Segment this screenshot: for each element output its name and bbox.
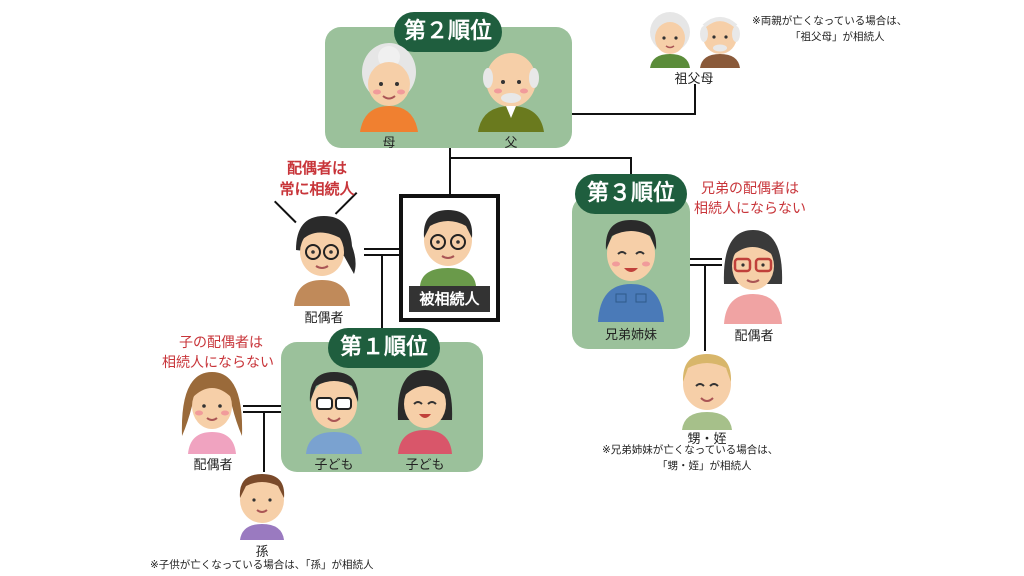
father-avatar <box>476 42 546 132</box>
grandparents-note-line2: 「祖父母」が相続人 <box>790 31 885 43</box>
grandchild-label: 孫 <box>255 545 269 560</box>
grandparents-note-line1: ※両親が亡くなっている場合は、 <box>752 15 908 27</box>
line-grandparents-h <box>570 113 696 115</box>
father-label: 父 <box>504 136 518 151</box>
child2-avatar <box>392 364 458 454</box>
line-siblings-down <box>630 157 632 179</box>
siblings-avatar <box>594 214 668 322</box>
line-grandparents-v <box>694 84 696 115</box>
grandmother-avatar <box>646 10 694 68</box>
line-marriage-1 <box>364 248 402 250</box>
line-child-marriage-1 <box>243 405 295 407</box>
nephew-note-line2: 「甥・姪」が相続人 <box>657 460 752 472</box>
spouse-avatar <box>286 210 362 306</box>
line-parents-to-siblings-h <box>449 157 632 159</box>
spouse-callout-line2: 常に相続人 <box>279 180 355 198</box>
line-nephew-down <box>704 265 706 351</box>
nephew-label: 甥・姪 <box>687 432 727 447</box>
sibling-spouse-callout-line2: 相続人にならない <box>694 201 806 217</box>
sibling-spouse-avatar <box>718 222 788 324</box>
child1-label: 子ども <box>314 458 354 473</box>
grandchild-avatar <box>232 470 292 540</box>
rank3-badge: 第３順位 <box>575 174 687 214</box>
siblings-label: 兄弟姉妹 <box>604 328 657 343</box>
decedent-label: 被相続人 <box>409 286 490 312</box>
mother-label: 母 <box>382 136 396 151</box>
child-spouse-callout-line2: 相続人にならない <box>162 355 274 371</box>
line-sibling-marriage-1 <box>686 258 722 260</box>
line-child-marriage-2 <box>243 411 295 413</box>
sibling-spouse-label: 配偶者 <box>734 329 774 344</box>
grandparents-label: 祖父母 <box>674 72 714 87</box>
line-marriage-2 <box>364 254 402 256</box>
line-parents-down <box>449 148 451 196</box>
grandfather-avatar <box>696 10 744 68</box>
rank1-badge: 第１順位 <box>328 328 440 368</box>
rank2-badge: 第２順位 <box>394 12 502 52</box>
child-spouse-label: 配偶者 <box>193 458 233 473</box>
mother-avatar <box>356 42 422 132</box>
grandchild-note: ※子供が亡くなっている場合は、「孫」が相続人 <box>150 559 374 571</box>
line-children-down <box>381 255 383 337</box>
decedent-avatar <box>410 204 486 286</box>
child-spouse-avatar <box>178 366 246 454</box>
nephew-avatar <box>674 348 740 430</box>
child-spouse-callout-line1: 子の配偶者は <box>179 335 263 351</box>
child2-label: 子ども <box>405 458 445 473</box>
spouse-label: 配偶者 <box>304 311 344 326</box>
spouse-callout-line1: 配偶者は <box>286 159 347 177</box>
nephew-note-line1: ※兄弟姉妹が亡くなっている場合は、 <box>602 444 779 456</box>
sibling-spouse-callout-line1: 兄弟の配偶者は <box>701 181 799 197</box>
line-grandchild-down <box>263 412 265 472</box>
child1-avatar <box>300 366 368 454</box>
